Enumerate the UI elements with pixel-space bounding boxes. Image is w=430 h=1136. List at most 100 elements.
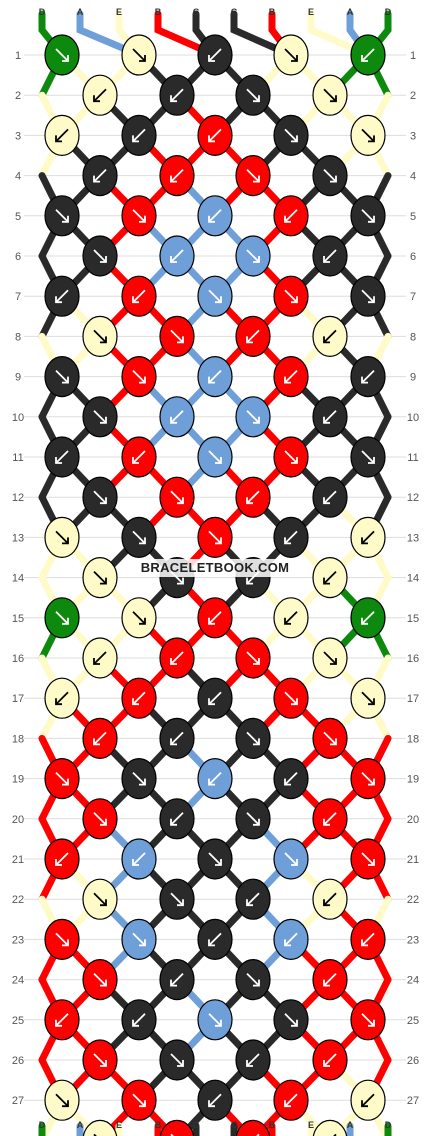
knot: [350, 195, 386, 237]
knot-arrow-head: [62, 376, 69, 384]
knot-arrow-head: [284, 939, 291, 947]
row-number-right: 10: [407, 412, 419, 424]
top-strand-label: A: [347, 7, 354, 17]
knot-arrow-head: [246, 899, 253, 907]
row-number-left: 3: [15, 130, 21, 142]
knot-arrow-head: [215, 296, 222, 304]
knot: [197, 999, 233, 1041]
knot-arrow-head: [323, 899, 330, 907]
knot-arrow-head: [323, 818, 330, 826]
row-number-right: 23: [407, 934, 419, 946]
knot-arrow-shaft: [323, 651, 337, 665]
knot-arrow-head: [55, 135, 62, 143]
bottom-strand-label: D: [39, 1120, 46, 1130]
row-number-left: 2: [15, 90, 21, 102]
row-number-left: 7: [15, 291, 21, 303]
row-number-left: 19: [12, 774, 24, 786]
knot-arrow-shaft: [55, 369, 69, 384]
knot-arrow-head: [361, 1100, 368, 1108]
row-number-right: 27: [407, 1095, 419, 1107]
row-number-right: 20: [407, 814, 419, 826]
knot-arrow-shaft: [361, 450, 375, 464]
knot-arrow-shaft: [323, 88, 337, 102]
row-number-left: 22: [12, 894, 24, 906]
knot: [121, 677, 157, 719]
knot: [121, 516, 157, 559]
knot-arrow-head: [170, 95, 177, 103]
knot-arrow-head: [55, 1019, 62, 1027]
knot-arrow-head: [208, 617, 215, 625]
knot-arrow-head: [177, 336, 184, 344]
knot-arrow-head: [55, 296, 62, 304]
knot-arrow-shaft: [170, 168, 184, 183]
knot-arrow-shaft: [284, 691, 298, 705]
knot-arrow-head: [139, 617, 146, 625]
knot-arrow-head: [100, 818, 107, 826]
row-number-right: 26: [407, 1055, 419, 1067]
knot-arrow-shaft: [55, 289, 69, 303]
knot-arrow-shaft: [284, 48, 298, 62]
knot: [44, 516, 80, 559]
knot: [121, 918, 157, 961]
knot-arrow-shaft: [361, 209, 375, 223]
knot-arrow-shaft: [132, 1013, 146, 1027]
knot-arrow-shaft: [55, 128, 69, 143]
knot-arrow-head: [100, 1060, 107, 1067]
bottom-strand-label: A: [347, 1120, 354, 1130]
knot: [350, 597, 386, 639]
knot: [121, 999, 157, 1041]
knot-arrow-head: [208, 55, 215, 62]
knot: [82, 798, 118, 840]
top-strand-label: B: [155, 7, 162, 17]
knot-arrow-shaft: [323, 490, 337, 504]
watermark-text: BRACELETBOOK.COM: [141, 560, 290, 575]
knot-arrow-shaft: [170, 1053, 184, 1067]
knot-arrow-shaft: [284, 209, 298, 223]
knot-oval: [159, 1119, 195, 1136]
row-number-left: 13: [12, 532, 24, 544]
knot-arrow-shaft: [93, 410, 107, 424]
row-number-left: 20: [12, 814, 24, 826]
knot: [312, 1119, 348, 1136]
knot: [121, 436, 157, 478]
knot-arrow-head: [368, 296, 375, 304]
knot: [312, 476, 348, 518]
knot-arrow-head: [177, 497, 184, 505]
knot-oval: [235, 1119, 271, 1136]
knot-arrow-head: [170, 658, 177, 665]
knot-arrow-shaft: [284, 771, 298, 786]
knot-arrow-head: [100, 416, 107, 424]
knot-arrow-shaft: [208, 852, 222, 866]
knot: [312, 315, 348, 357]
knot-arrow-shaft: [132, 128, 146, 143]
knot-arrow-shaft: [93, 1053, 107, 1067]
knot-arrow-shaft: [170, 812, 184, 826]
knot: [350, 757, 386, 800]
knot: [197, 195, 233, 237]
row-number-right: 3: [410, 130, 416, 142]
knot-arrow-shaft: [361, 530, 375, 545]
knot-arrow-head: [253, 95, 260, 103]
knot: [312, 637, 348, 679]
knot-arrow-head: [291, 457, 298, 464]
knot-arrow-shaft: [246, 972, 260, 987]
row-number-right: 18: [407, 733, 419, 745]
knot: [350, 516, 386, 559]
knot-arrow-head: [330, 738, 337, 746]
knot: [121, 838, 157, 880]
knot-arrow-shaft: [170, 892, 184, 906]
knot-arrow-head: [132, 457, 139, 464]
knot-arrow-shaft: [132, 611, 146, 625]
row-number-right: 16: [407, 653, 419, 665]
knot: [273, 34, 309, 76]
knot-grid: [44, 34, 386, 1136]
knot: [197, 838, 233, 880]
knot: [44, 677, 80, 719]
knot-arrow-shaft: [208, 1013, 222, 1027]
knot: [350, 356, 386, 398]
knot: [235, 798, 271, 840]
knot-arrow-head: [62, 55, 69, 62]
knot-arrow-shaft: [246, 168, 260, 183]
knot-arrow-shaft: [55, 611, 69, 625]
knot-arrow-shaft: [323, 249, 337, 263]
